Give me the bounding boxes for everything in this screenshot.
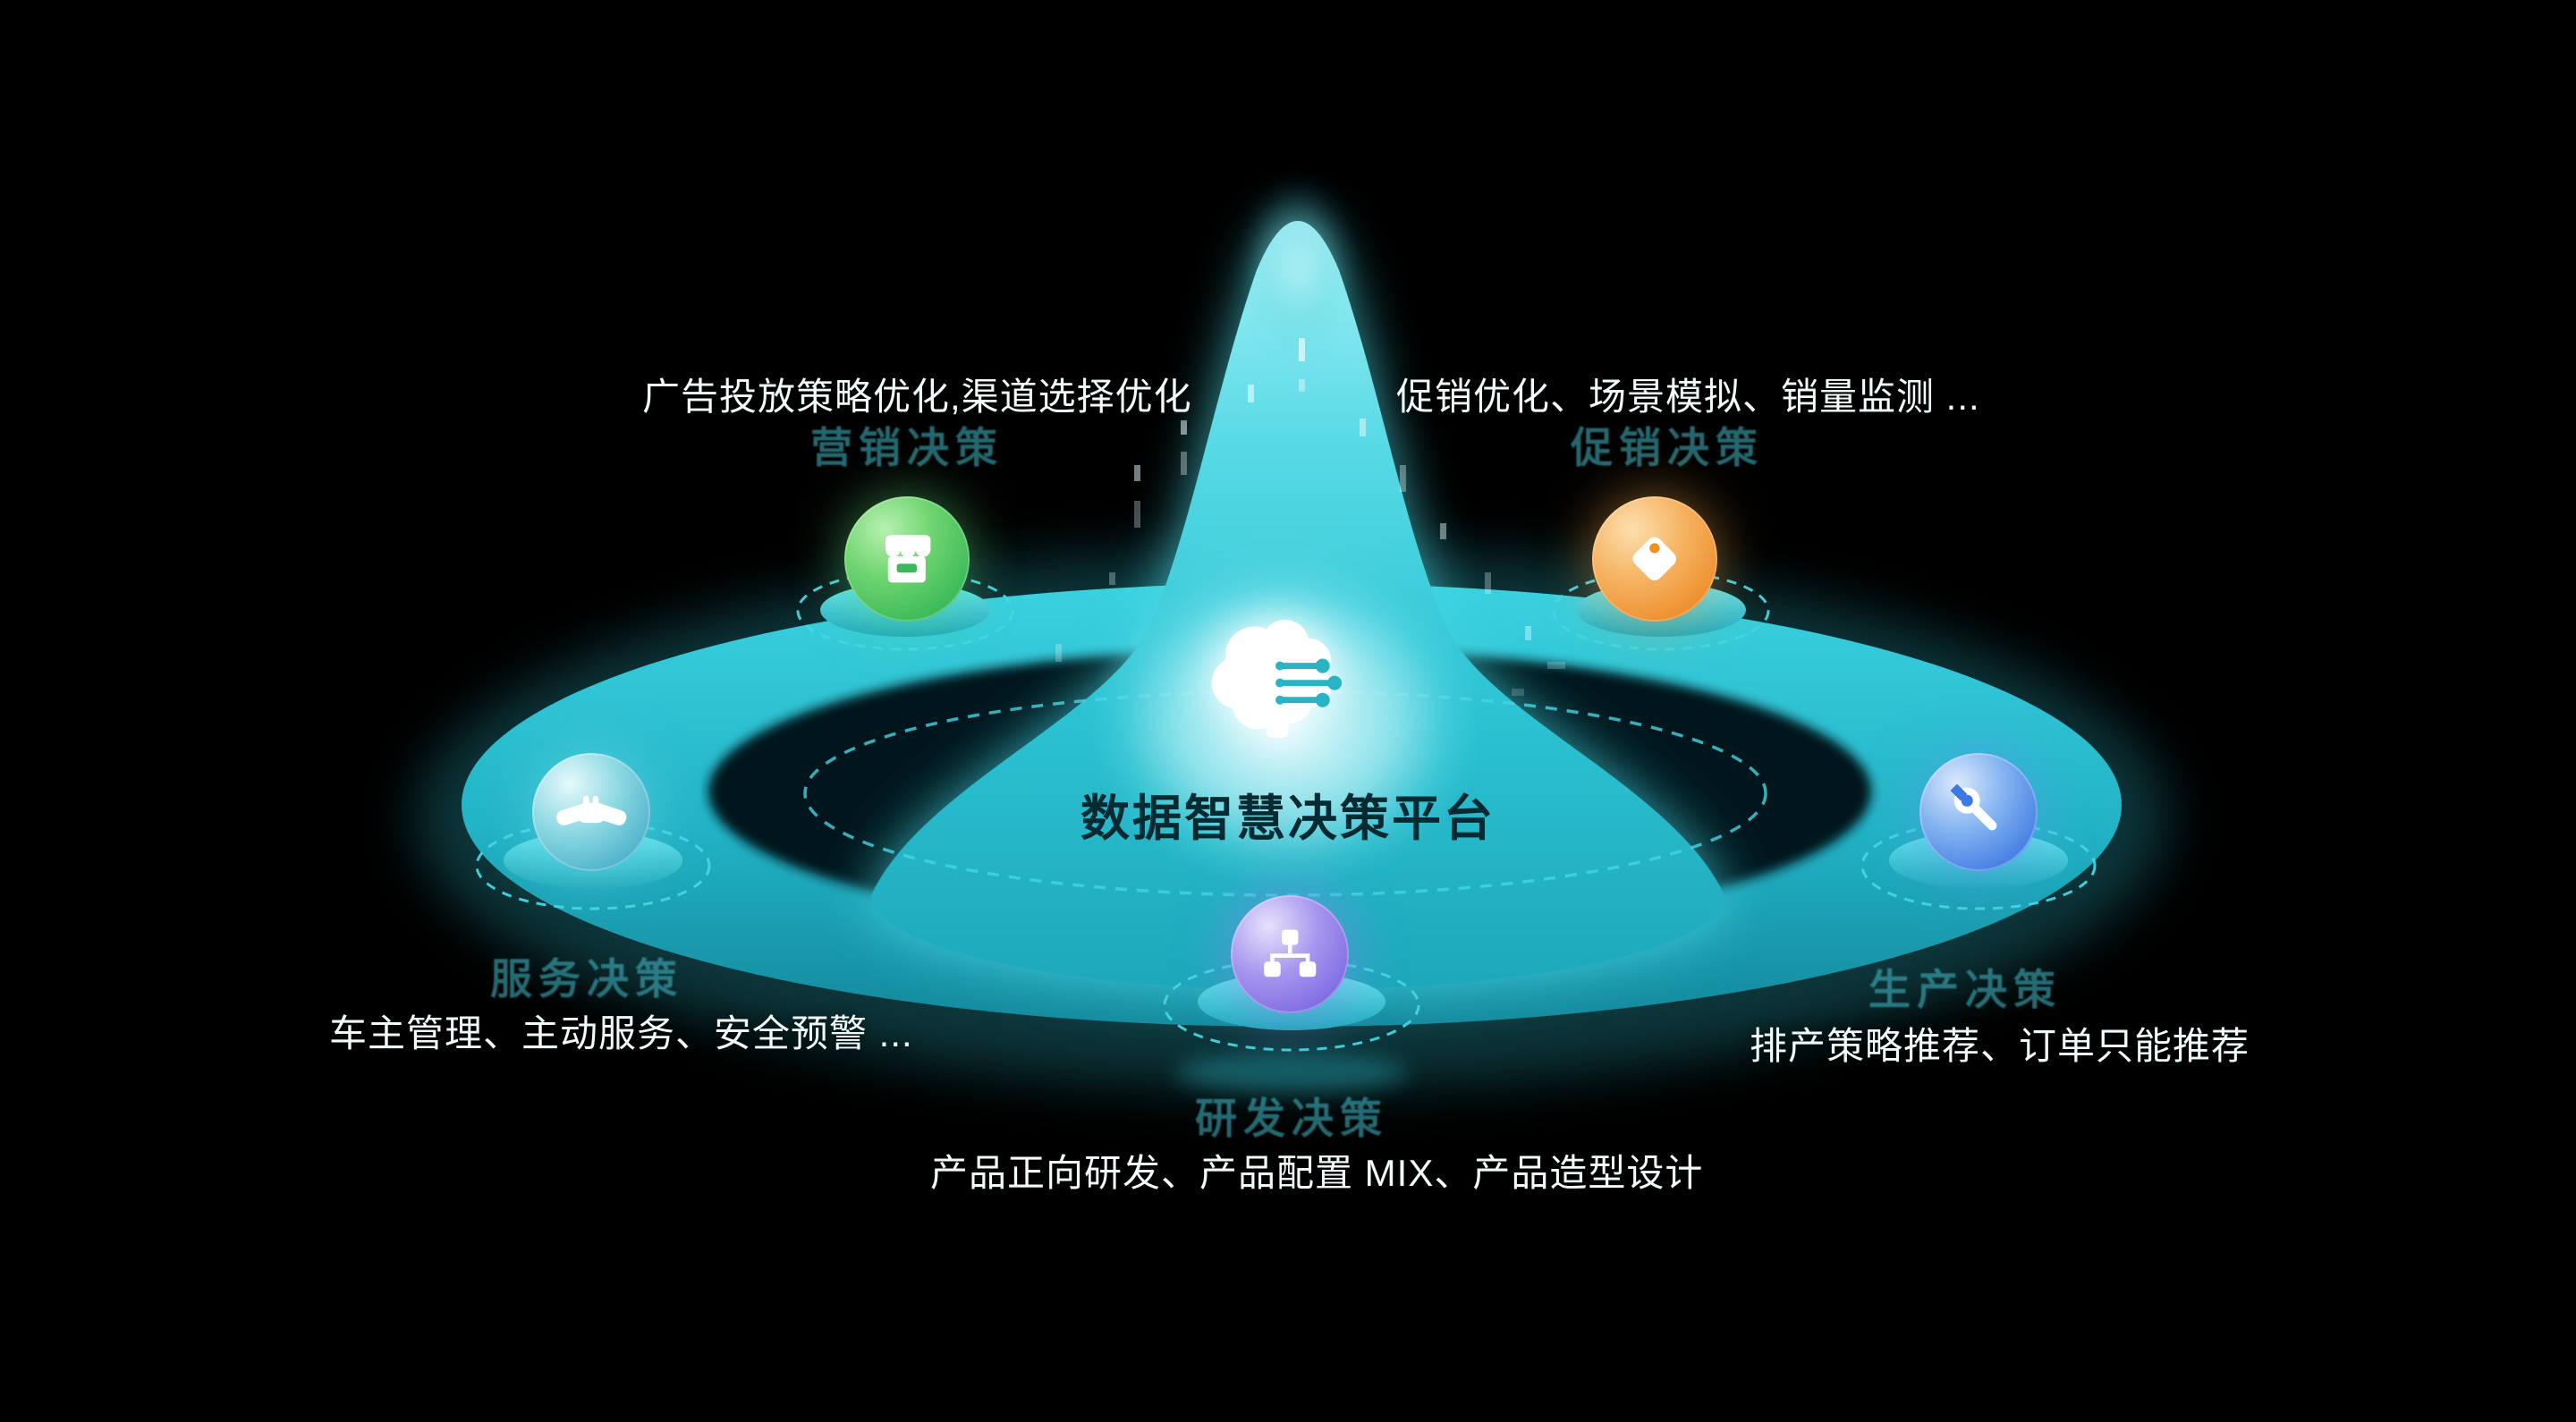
handshake-icon bbox=[532, 753, 650, 871]
mountain-peak-glow bbox=[1244, 179, 1352, 358]
org-chart-icon bbox=[1231, 895, 1349, 1013]
center-dashed-ring bbox=[803, 690, 1767, 897]
node-service-label: 服务决策 bbox=[490, 955, 683, 1003]
node-promotion-description: 促销优化、场景模拟、销量监测 ... bbox=[1396, 376, 1980, 418]
node-rnd-description: 产品正向研发、产品配置 MIX、产品造型设计 bbox=[930, 1152, 1704, 1194]
brain-circuit-icon bbox=[1186, 601, 1374, 780]
node-marketing-label: 营销决策 bbox=[810, 424, 1004, 471]
wrench-icon bbox=[1919, 753, 2038, 871]
node-production-label: 生产决策 bbox=[1868, 966, 2062, 1013]
platform-title: 数据智慧决策平台 bbox=[1080, 791, 1496, 846]
node-rnd-label: 研发决策 bbox=[1195, 1095, 1388, 1142]
node-marketing-description: 广告投放策略优化,渠道选择优化 bbox=[642, 376, 1192, 418]
storefront-icon bbox=[844, 496, 970, 622]
node-promotion-label: 促销决策 bbox=[1571, 424, 1764, 471]
node-production-description: 排产策略推荐、订单只能推荐 bbox=[1750, 1025, 2250, 1067]
node-service-description: 车主管理、主动服务、安全预警 ... bbox=[329, 1012, 913, 1054]
bottom-node-reflection bbox=[1175, 1054, 1408, 1093]
price-tag-icon bbox=[1592, 496, 1717, 622]
